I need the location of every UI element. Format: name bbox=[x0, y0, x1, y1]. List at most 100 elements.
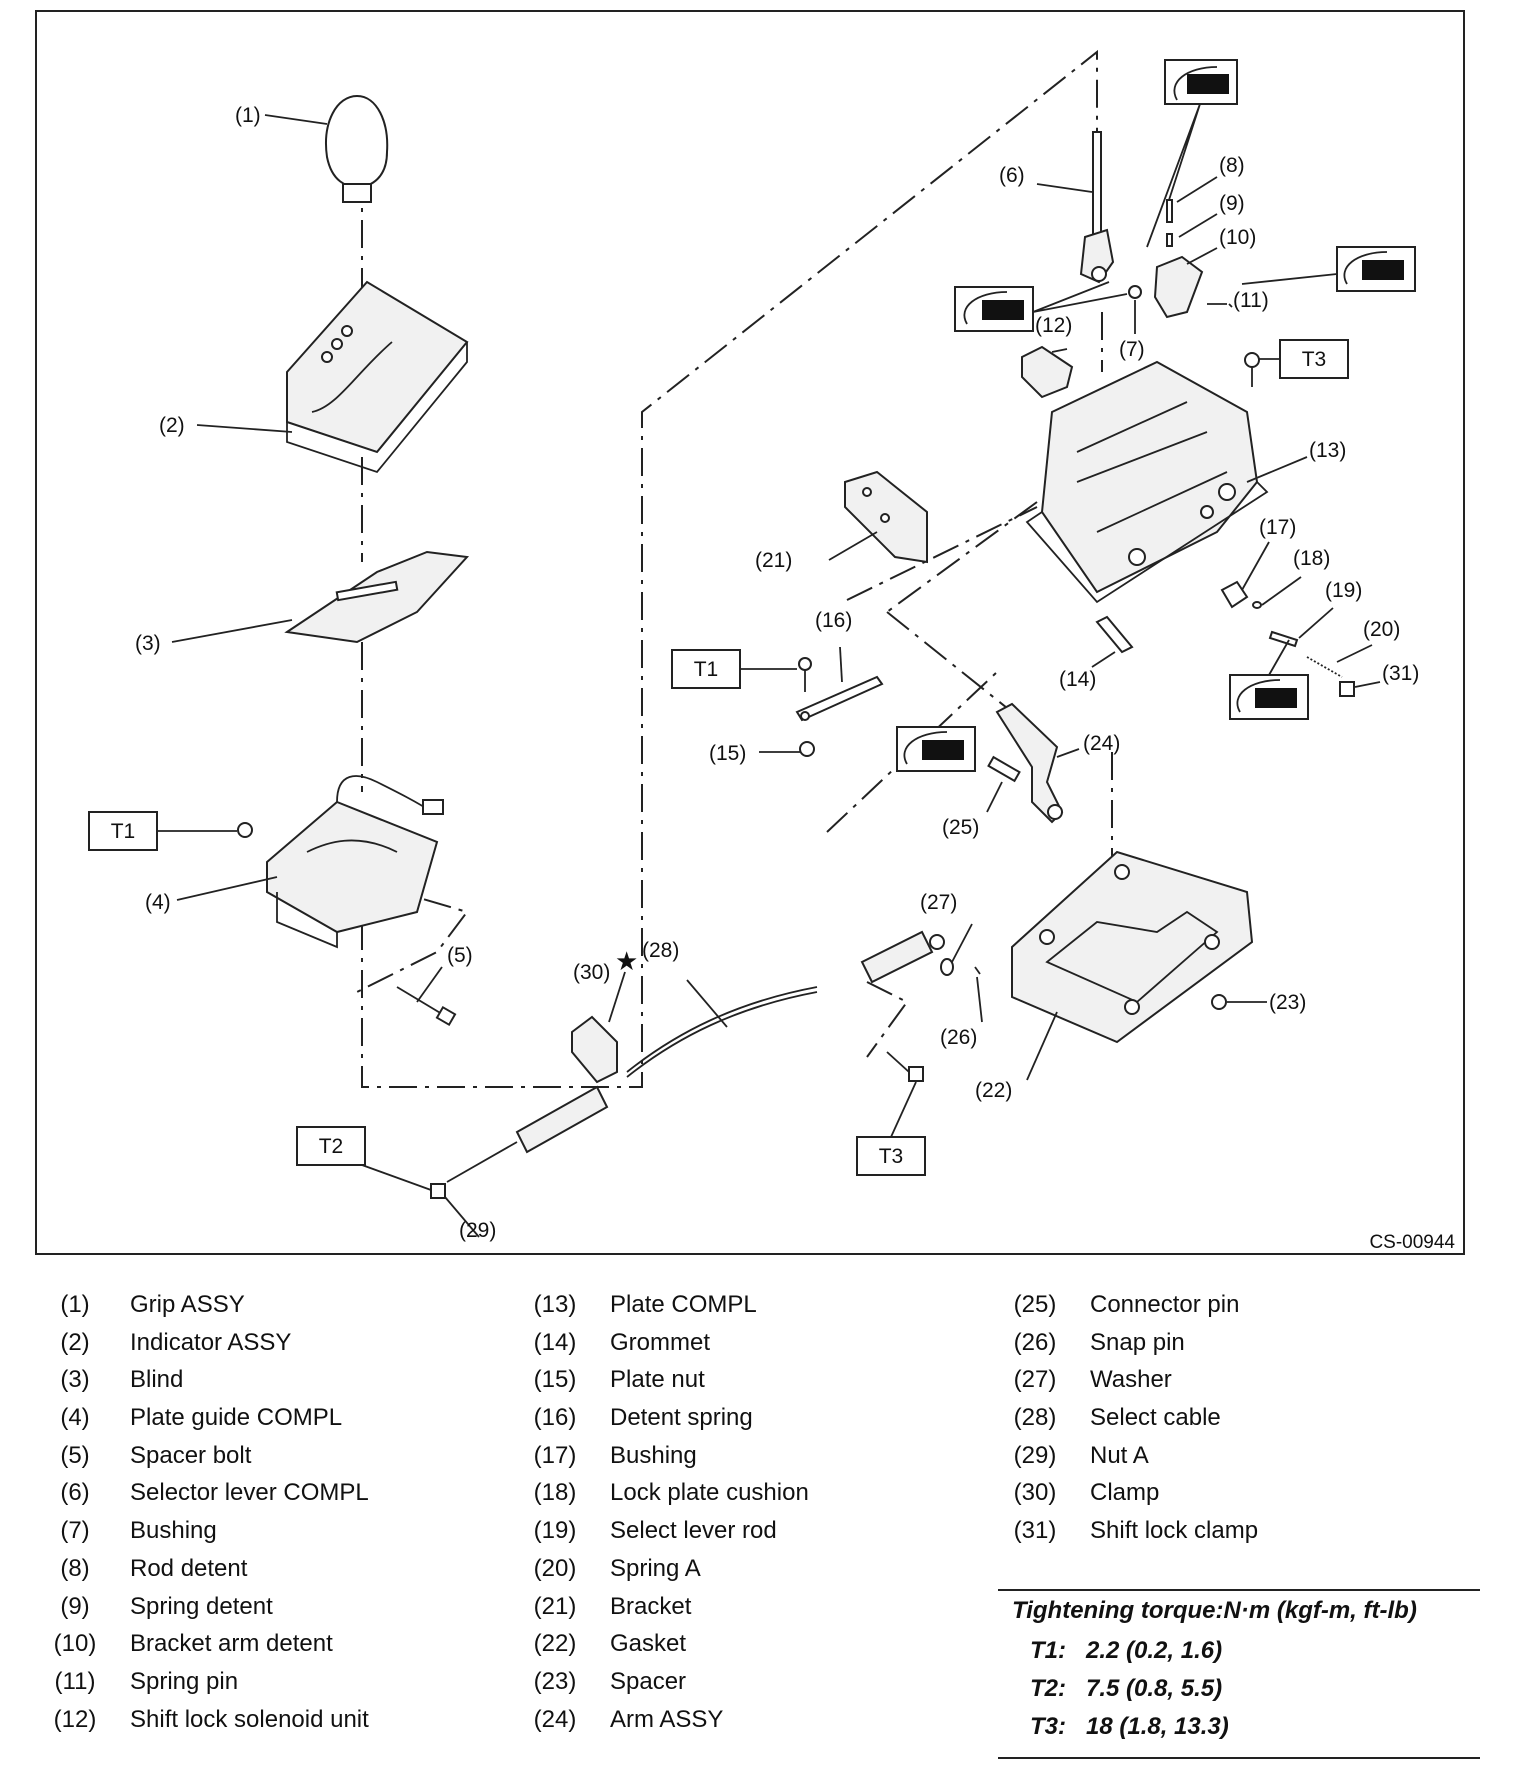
legend-item-number: (20) bbox=[533, 1554, 577, 1582]
callout-8: (8) bbox=[1219, 154, 1245, 177]
legend-item-number: (4) bbox=[60, 1404, 90, 1432]
torque-label-box: T3 bbox=[856, 1081, 926, 1176]
callout-15: (15) bbox=[709, 742, 746, 765]
torque-label-box: T1 bbox=[88, 811, 237, 851]
gasket-part bbox=[1011, 850, 1254, 1044]
legend-item-number: (17) bbox=[533, 1441, 577, 1469]
lock-plate-cushion-part bbox=[1252, 601, 1262, 609]
legend-item-number: (9) bbox=[60, 1592, 90, 1620]
spring-a-part bbox=[1306, 656, 1343, 678]
legend-item-number: (15) bbox=[533, 1366, 577, 1394]
legend-item-name: Clamp bbox=[1090, 1479, 1160, 1507]
torque-key: T1: bbox=[1030, 1637, 1066, 1664]
select-cable-part bbox=[446, 930, 945, 1183]
grease-icon bbox=[954, 286, 1034, 332]
torque-table-bottom-rule bbox=[998, 1757, 1480, 1759]
torque-value: 2.2 (0.2, 1.6) bbox=[1086, 1637, 1223, 1664]
bushing-17-part bbox=[1220, 580, 1249, 609]
legend-item-name: Plate guide COMPL bbox=[130, 1404, 343, 1432]
bracket-arm-detent-part bbox=[1153, 255, 1204, 319]
torque-table-title: Tightening torque:N·m (kgf-m, ft-lb) bbox=[1012, 1597, 1417, 1624]
legend-item-name: Select lever rod bbox=[610, 1517, 777, 1545]
legend-item-name: Select cable bbox=[1090, 1404, 1221, 1432]
legend-item-number: (13) bbox=[533, 1291, 577, 1318]
connector-pin-part bbox=[987, 755, 1021, 783]
indicator-assy-part bbox=[286, 280, 469, 474]
spacer-part bbox=[1211, 994, 1227, 1010]
callout-17: (17) bbox=[1259, 516, 1296, 539]
legend-item-number: (26) bbox=[1013, 1328, 1057, 1356]
legend-item-number: (16) bbox=[533, 1404, 577, 1432]
legend-item-number: (19) bbox=[533, 1517, 577, 1545]
callout-26: (26) bbox=[940, 1026, 977, 1049]
callout-12: (12) bbox=[1035, 314, 1072, 337]
arm-assy-part bbox=[995, 702, 1064, 824]
callout-27: (27) bbox=[920, 891, 957, 914]
legend-item-name: Grommet bbox=[610, 1328, 711, 1356]
legend-item-number: (10) bbox=[53, 1630, 97, 1658]
legend-item-name: Washer bbox=[1090, 1366, 1172, 1394]
legend-item-name: Nut A bbox=[1090, 1441, 1149, 1469]
legend-item-number: (1) bbox=[60, 1291, 90, 1318]
grease-icon bbox=[1164, 59, 1238, 105]
legend-item-name: Shift lock solenoid unit bbox=[130, 1705, 369, 1733]
grease-icon bbox=[1229, 674, 1309, 720]
callout-28: (28) bbox=[642, 939, 679, 962]
callout-14: (14) bbox=[1059, 668, 1096, 691]
parts-legend: (1)Grip ASSY(2)Indicator ASSY(3)Blind(4)… bbox=[0, 1290, 1536, 1733]
callout-1: (1) bbox=[235, 104, 261, 127]
exploded-diagram-drawing: T1 T1 T2 T3 T3 bbox=[88, 49, 1455, 1253]
callout-3: (3) bbox=[135, 632, 161, 655]
torque-value: 7.5 (0.8, 5.5) bbox=[1086, 1675, 1223, 1702]
legend-item-name: Spring A bbox=[610, 1554, 701, 1582]
t1-bolt-upper bbox=[798, 657, 812, 692]
legend-item-name: Bushing bbox=[130, 1517, 217, 1545]
tightening-torque-table: Tightening torque:N·m (kgf-m, ft-lb) T1:… bbox=[998, 1589, 1480, 1761]
torque-table-top-rule bbox=[998, 1589, 1480, 1591]
selector-lever-part bbox=[1079, 131, 1115, 284]
legend-item-number: (21) bbox=[533, 1592, 577, 1620]
callout-25: (25) bbox=[942, 816, 979, 839]
legend-item-number: (27) bbox=[1013, 1366, 1057, 1394]
legend-item-number: (7) bbox=[60, 1517, 90, 1545]
legend-item-name: Arm ASSY bbox=[610, 1705, 724, 1733]
shift-lock-solenoid-part bbox=[1021, 345, 1074, 399]
torque-label-box: T3 bbox=[1259, 339, 1349, 379]
legend-item-number: (25) bbox=[1013, 1291, 1057, 1318]
legend-item-name: Shift lock clamp bbox=[1090, 1517, 1259, 1545]
legend-item-name: Plate nut bbox=[610, 1366, 705, 1394]
callout-19: (19) bbox=[1325, 579, 1362, 602]
torque-row-t3: T3:18 (1.8, 13.3) bbox=[1030, 1713, 1229, 1741]
select-lever-rod-part bbox=[1268, 630, 1299, 648]
legend-item-number: (5) bbox=[60, 1441, 90, 1469]
callout-21: (21) bbox=[755, 549, 792, 572]
grip-assy-part bbox=[325, 94, 389, 203]
legend-item-number: (22) bbox=[533, 1630, 577, 1658]
callout-30: (30) bbox=[573, 961, 610, 984]
torque-row-t2: T2:7.5 (0.8, 5.5) bbox=[1030, 1675, 1222, 1703]
legend-item-name: Spring detent bbox=[130, 1592, 273, 1620]
t3-box-label: T3 bbox=[1302, 348, 1327, 371]
grease-arrows bbox=[1032, 103, 1338, 676]
legend-item-name: Spacer bbox=[610, 1667, 687, 1695]
torque-label-box: T2 bbox=[296, 1126, 432, 1191]
legend-item-name: Spring pin bbox=[130, 1667, 239, 1695]
legend-item-name: Gasket bbox=[610, 1630, 687, 1658]
grommet-part bbox=[1095, 615, 1134, 654]
callout-4: (4) bbox=[145, 891, 171, 914]
callout-20: (20) bbox=[1363, 618, 1400, 641]
clamp-part bbox=[571, 1015, 618, 1084]
detent-spring-part bbox=[795, 675, 884, 722]
nut-a-part bbox=[430, 1183, 446, 1199]
rod-detent-part bbox=[1166, 199, 1173, 223]
document-code: CS-00944 bbox=[1369, 1232, 1455, 1253]
legend-item-name: Rod detent bbox=[130, 1554, 248, 1582]
t3-bolt-lower bbox=[886, 1051, 924, 1082]
plate-compl-part bbox=[1025, 360, 1269, 604]
legend-item-number: (8) bbox=[60, 1554, 90, 1582]
t3-box-label: T3 bbox=[879, 1145, 904, 1168]
legend-item-number: (23) bbox=[533, 1667, 577, 1695]
callout-16: (16) bbox=[815, 609, 852, 632]
callout-5: (5) bbox=[447, 944, 473, 967]
callout-2: (2) bbox=[159, 414, 185, 437]
